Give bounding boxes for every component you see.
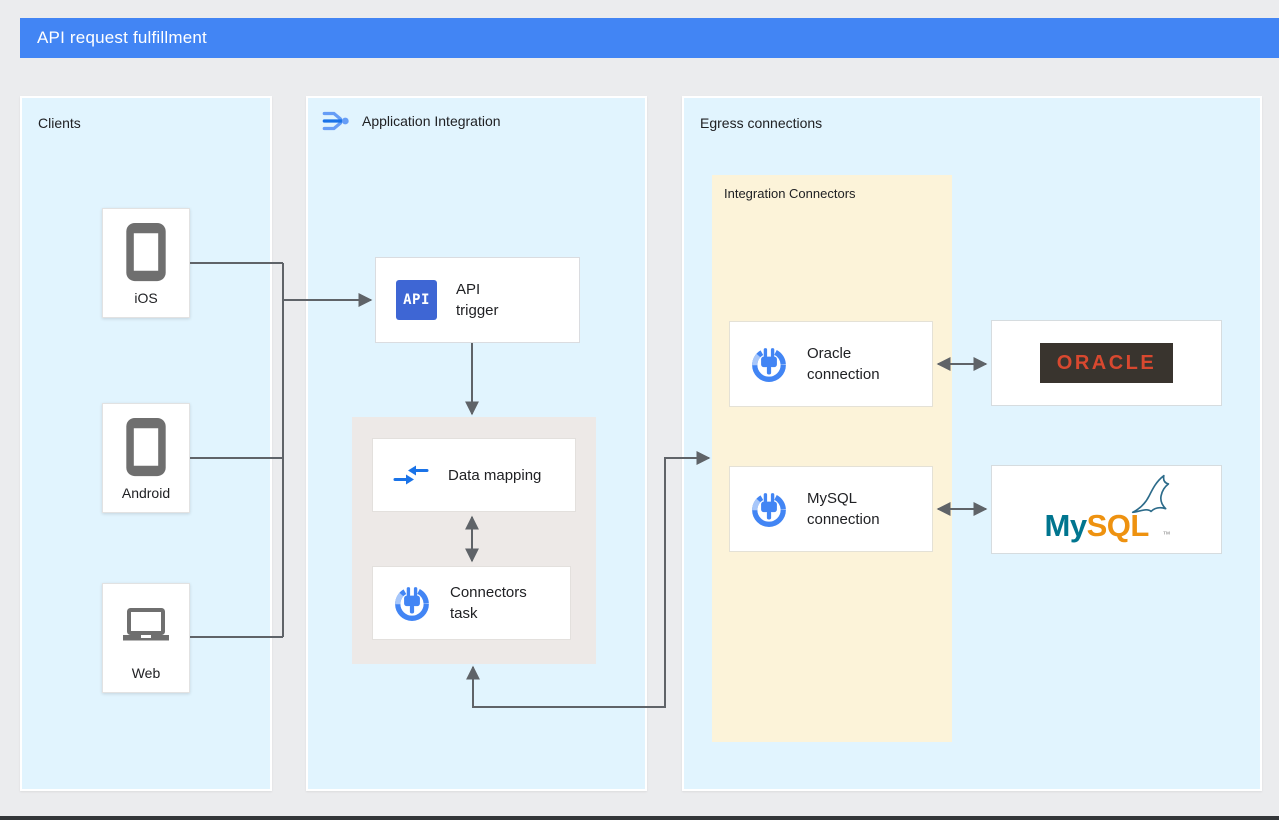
data-mapping-icon bbox=[393, 465, 429, 485]
node-mysql-connection-label: MySQL connection bbox=[807, 490, 880, 528]
group-integration-connectors-label: Integration Connectors bbox=[724, 186, 856, 201]
application-integration-header: Application Integration bbox=[320, 106, 501, 136]
group-integration-connectors: Integration Connectors bbox=[712, 175, 952, 742]
panel-clients-label: Clients bbox=[38, 115, 81, 131]
client-label: Android bbox=[121, 485, 171, 501]
laptop-icon bbox=[123, 608, 169, 641]
dolphin-icon bbox=[1131, 474, 1169, 513]
mysql-wordmark: MySQL bbox=[1044, 507, 1150, 544]
api-badge-text: API bbox=[403, 292, 430, 308]
client-label: iOS bbox=[134, 290, 158, 306]
node-data-mapping: Data mapping bbox=[372, 438, 576, 512]
connector-plug-icon bbox=[395, 587, 429, 621]
client-card-ios: iOS bbox=[102, 208, 190, 318]
bottom-edge-strip bbox=[0, 816, 1279, 820]
mysql-logo-card: MySQL ™ bbox=[991, 465, 1222, 554]
connector-plug-icon bbox=[752, 493, 786, 527]
mysql-trademark: ™ bbox=[1162, 529, 1171, 539]
node-oracle-connection-label: Oracle connection bbox=[807, 345, 880, 383]
diagram-title: API request fulfillment bbox=[37, 28, 207, 47]
application-integration-icon bbox=[322, 111, 349, 131]
mysql-wordmark-my: My bbox=[1044, 507, 1088, 543]
node-api-trigger-label: API trigger bbox=[456, 281, 499, 319]
diagram-title-bar: API request fulfillment bbox=[20, 18, 1279, 58]
node-connectors-task-label: Connectors task bbox=[450, 584, 527, 622]
node-mysql-connection: MySQL connection bbox=[729, 466, 933, 552]
oracle-logo: ORACLE bbox=[1040, 343, 1173, 383]
mysql-logo: MySQL ™ bbox=[1027, 470, 1187, 550]
panel-application-integration-label: Application Integration bbox=[362, 113, 501, 129]
node-api-trigger: API API trigger bbox=[375, 257, 580, 343]
node-oracle-connection: Oracle connection bbox=[729, 321, 933, 407]
oracle-logo-card: ORACLE bbox=[991, 320, 1222, 406]
node-data-mapping-label: Data mapping bbox=[448, 466, 542, 484]
client-label: Web bbox=[131, 665, 161, 681]
smartphone-icon bbox=[126, 417, 166, 477]
smartphone-icon bbox=[126, 222, 166, 282]
connector-plug-icon bbox=[752, 348, 786, 382]
panel-egress-label: Egress connections bbox=[700, 115, 823, 131]
node-connectors-task: Connectors task bbox=[372, 566, 571, 640]
oracle-logo-text: ORACLE bbox=[1056, 351, 1157, 374]
client-card-web: Web bbox=[102, 583, 190, 693]
api-badge-icon: API bbox=[396, 280, 437, 320]
mysql-wordmark-sql: SQL bbox=[1086, 507, 1150, 543]
client-card-android: Android bbox=[102, 403, 190, 513]
